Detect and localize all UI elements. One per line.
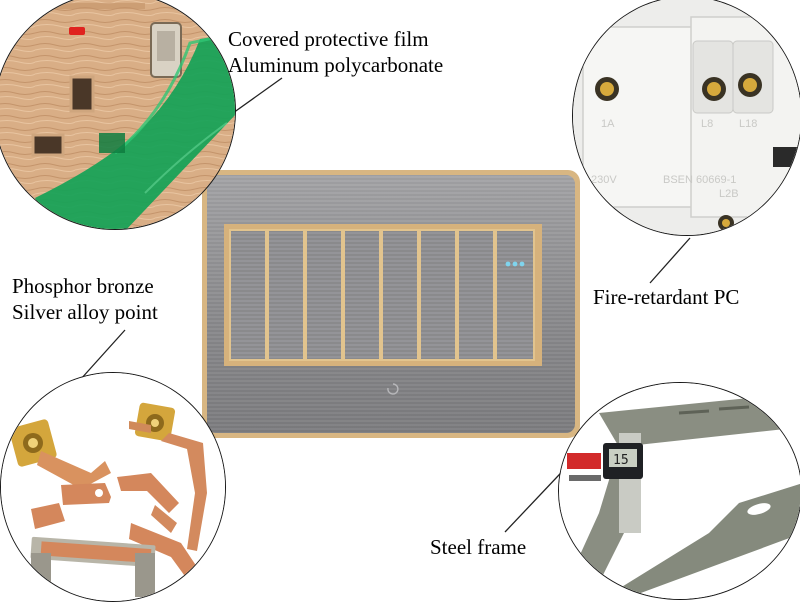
callout-frame-line-1: Steel frame (430, 535, 527, 559)
callout-frame: Steel frame (430, 534, 526, 560)
caliper-readout: 15 (613, 453, 629, 468)
detail-circle-protective-film (0, 0, 236, 230)
rocker-buttons (229, 229, 535, 361)
callout-contacts: Phosphor bronze Silver alloy point (12, 273, 158, 325)
earth-pin-slot (69, 75, 95, 113)
brass-terminal-left (9, 419, 111, 489)
neon-indicator (69, 27, 85, 35)
rocker-5 (381, 229, 419, 361)
rocker-4 (343, 229, 381, 361)
callout-film: Covered protective film Aluminum polycar… (228, 26, 443, 78)
detail-circle-steel-frame: 15 (558, 382, 800, 600)
leader-line-pc (649, 237, 691, 284)
standard-sub-mark: L2B (719, 188, 739, 200)
callout-contacts-line-1: Phosphor bronze (12, 274, 154, 298)
rocker-2 (267, 229, 305, 361)
callout-pc-line-1: Fire-retardant PC (593, 285, 740, 309)
pin-slot (31, 133, 65, 157)
rocker-6 (419, 229, 457, 361)
switch-plate-product (202, 170, 580, 438)
brand-logo-mark (387, 383, 399, 395)
detail-circle-fire-retardant-pc: 1A L8 L18 230V BSEN 60669-1 L2B (572, 0, 800, 236)
terminal-mark-1: 1A (601, 118, 615, 130)
callout-pc: Fire-retardant PC (593, 284, 739, 310)
voltage-mark: 230V (591, 174, 617, 186)
protective-film (35, 33, 235, 229)
caliper-lcd (609, 449, 637, 467)
terminal-mark-3: L18 (739, 118, 757, 130)
rocker-3 (305, 229, 343, 361)
callout-film-line-1: Covered protective film (228, 27, 429, 51)
rocker-7 (457, 229, 495, 361)
rocker-1 (229, 229, 267, 361)
indicator-leds (505, 261, 525, 267)
callout-film-line-2: Aluminum polycarbonate (228, 53, 444, 77)
leader-line-contacts (79, 329, 126, 381)
copper-contact-strips (30, 473, 201, 597)
callout-contacts-line-2: Silver alloy point (12, 300, 158, 324)
standard-mark: BSEN 60669-1 (663, 174, 736, 186)
frame-top-bar (599, 393, 800, 447)
rocker-8 (495, 229, 535, 361)
terminal-mark-2: L8 (701, 118, 713, 130)
detail-circle-copper-contacts (0, 372, 226, 602)
